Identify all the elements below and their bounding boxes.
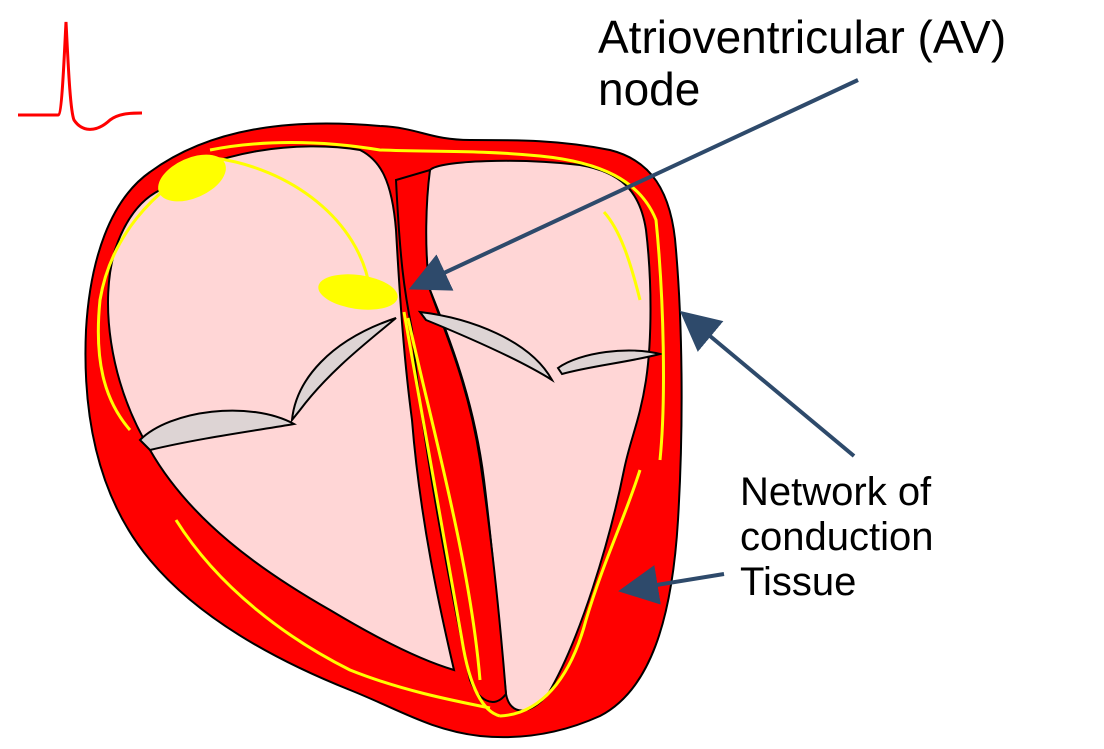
ecg-trace-icon [18, 22, 142, 129]
network-label-line3: Tissue [740, 560, 933, 605]
network-label-line1: Network of [740, 470, 933, 515]
av-node-label-line1: Atrioventricular (AV) [598, 12, 1006, 64]
av-node-label: Atrioventricular (AV) node [598, 12, 1006, 115]
av-node-label-line2: node [598, 64, 1006, 116]
network-label-line2: conduction [740, 515, 933, 560]
network-label: Network of conduction Tissue [740, 470, 933, 606]
network-arrow-upper [686, 316, 854, 456]
